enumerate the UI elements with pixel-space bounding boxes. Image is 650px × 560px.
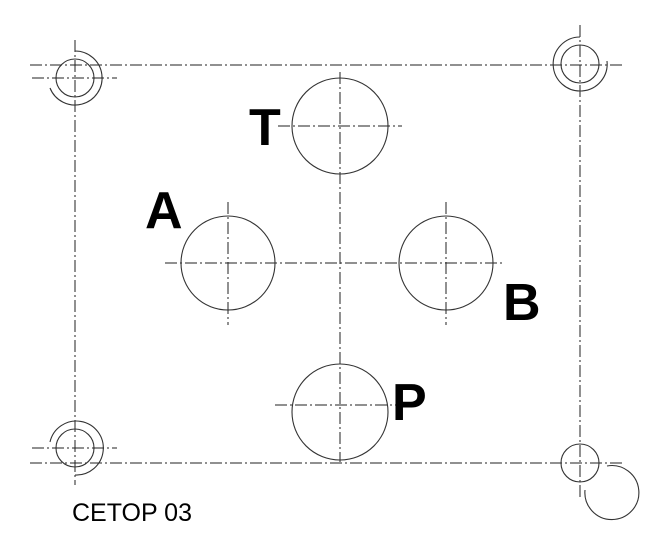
mounting-hole-bottom-right (560, 443, 640, 521)
thread-arc (49, 50, 103, 106)
thread-arc (49, 420, 104, 476)
port-a-label: A (145, 182, 183, 240)
port-b-label: B (503, 274, 541, 332)
mounting-hole-top-left (32, 50, 117, 106)
thread-arc (552, 36, 608, 92)
port-t-label: T (249, 99, 281, 157)
thread-arc (584, 465, 640, 521)
port-b: B (398, 202, 541, 332)
caption: CETOP 03 (72, 499, 192, 527)
mounting-hole-top-right (552, 36, 608, 92)
hole-circle (560, 443, 600, 483)
hole-circle (560, 44, 600, 84)
port-a: A (145, 182, 276, 325)
port-p-label: P (392, 374, 427, 432)
mounting-hole-bottom-left (32, 420, 117, 476)
port-p-circle (291, 363, 389, 461)
port-t: T (249, 77, 402, 175)
port-p: P (275, 363, 427, 461)
